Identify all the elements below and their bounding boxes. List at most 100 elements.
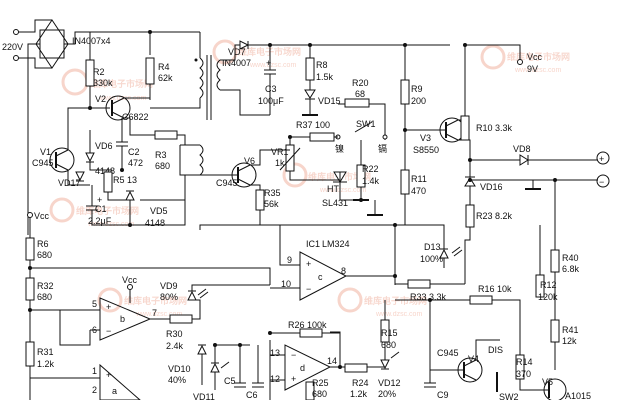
svg-text:R2: R2	[93, 67, 105, 77]
R4: R4 62k	[145, 57, 173, 85]
svg-text:+: +	[97, 195, 102, 205]
R22: R22 1.4k	[356, 164, 380, 188]
R31: R31 1.2k	[25, 341, 55, 369]
watermark-text: 维库电子市场网	[507, 51, 570, 62]
svg-text:6.8k: 6.8k	[562, 264, 580, 274]
R20: R20 68	[344, 78, 370, 108]
R8: R8 1.5k	[305, 57, 334, 82]
svg-text:12k: 12k	[562, 336, 577, 346]
svg-text:−: −	[291, 350, 296, 360]
svg-text:SW1: SW1	[356, 119, 376, 129]
svg-text:d: d	[300, 363, 305, 373]
R3: R3 680	[154, 130, 178, 171]
V1-transistor: V1 C945	[32, 147, 75, 173]
svg-text:R22: R22	[362, 164, 379, 174]
watermark-text: 维库电子市场网	[124, 295, 187, 306]
svg-text:R24: R24	[352, 378, 369, 388]
svg-text:R33 3.3k: R33 3.3k	[410, 292, 447, 302]
R24: R24 1.2k	[344, 363, 369, 399]
opamp-d: − + d 13 12 14	[270, 344, 337, 391]
bridge-rectifier: IN4007x4	[27, 19, 200, 230]
R30: R30 2.4k	[166, 314, 193, 351]
svg-text:R16 10k: R16 10k	[478, 284, 512, 294]
watermark-text: 维库电子市场网	[90, 78, 153, 89]
svg-text:R6: R6	[37, 239, 49, 249]
junction-dots	[28, 30, 557, 369]
R15: R15 680	[380, 319, 398, 350]
watermark-url: www.dzsc.com	[514, 67, 561, 74]
svg-text:R3: R3	[155, 150, 167, 160]
VD8: VD8	[513, 144, 531, 166]
svg-text:68: 68	[355, 89, 365, 99]
svg-text:+: +	[106, 370, 111, 380]
svg-text:V6: V6	[244, 156, 255, 166]
svg-text:C2: C2	[128, 147, 140, 157]
watermark-top: 维库电子市场网 www.dzsc.com	[480, 44, 570, 74]
svg-text:5: 5	[92, 299, 97, 309]
ac-input: 220V	[2, 19, 52, 69]
svg-text:100μF: 100μF	[258, 96, 284, 106]
svg-text:7: 7	[152, 308, 157, 318]
svg-text:40%: 40%	[168, 375, 186, 385]
svg-text:+: +	[266, 58, 271, 68]
svg-text:680: 680	[37, 292, 52, 302]
svg-text:1: 1	[92, 366, 97, 376]
svg-text:IC1: IC1	[306, 239, 320, 249]
svg-text:a: a	[112, 386, 117, 396]
svg-text:80%: 80%	[160, 292, 178, 302]
watermark-url: www.dzsc.com	[135, 311, 182, 318]
vcc-output: Vcc 9V	[517, 52, 543, 74]
svg-text:R10 3.3k: R10 3.3k	[476, 123, 513, 133]
svg-text:V4: V4	[468, 354, 479, 364]
svg-text:R8: R8	[316, 60, 328, 70]
R26: R26 100k	[288, 320, 327, 338]
V5-transistor: V5 A1015	[542, 377, 591, 400]
output-terminals: + −	[596, 151, 610, 188]
svg-text:C945: C945	[32, 158, 54, 168]
svg-text:S8550: S8550	[413, 145, 439, 155]
svg-text:2: 2	[92, 385, 97, 395]
svg-text:2.2μF: 2.2μF	[88, 216, 112, 226]
R16: R16 10k	[469, 284, 512, 305]
D13: D13 100%	[420, 242, 463, 264]
svg-text:C6822: C6822	[122, 112, 149, 122]
svg-text:R4: R4	[158, 62, 170, 72]
svg-text:DIS: DIS	[488, 345, 503, 355]
svg-text:R35: R35	[264, 188, 281, 198]
svg-text:Vcc: Vcc	[527, 52, 543, 62]
R40: R40 6.8k	[550, 249, 580, 274]
svg-text:R23 8.2k: R23 8.2k	[476, 211, 513, 221]
svg-text:+: +	[106, 302, 111, 312]
svg-text:A1015: A1015	[565, 391, 591, 400]
opamp-c: + − c 9 10 8 IC1 LM324	[281, 239, 350, 301]
svg-text:IN4007: IN4007	[222, 58, 251, 68]
svg-text:C1: C1	[95, 204, 107, 214]
VD17: VD17	[58, 171, 85, 188]
svg-text:8: 8	[341, 266, 346, 276]
vcc-left: Vcc	[27, 211, 50, 221]
svg-text:b: b	[120, 314, 125, 324]
svg-text:镍: 镍	[335, 143, 344, 154]
svg-text:62k: 62k	[158, 73, 173, 83]
R2: R2 330k	[85, 59, 113, 88]
R14: R14 370	[515, 354, 533, 380]
svg-text:C945: C945	[216, 178, 238, 188]
svg-text:VD10: VD10	[168, 364, 191, 374]
watermark-text: 维库电子市场网	[76, 205, 139, 216]
svg-text:10: 10	[281, 279, 291, 289]
R35: R35 56k	[255, 188, 281, 211]
transformer	[194, 55, 221, 176]
svg-text:VD15: VD15	[318, 96, 341, 106]
svg-text:R37 100: R37 100	[296, 120, 330, 130]
svg-text:Vcc: Vcc	[122, 275, 138, 285]
svg-text:V5: V5	[542, 377, 553, 387]
svg-text:370: 370	[516, 369, 531, 379]
svg-text:13: 13	[270, 348, 280, 358]
svg-text:R12: R12	[540, 280, 557, 290]
svg-text:56k: 56k	[264, 199, 279, 209]
R11: R11 470	[400, 169, 427, 196]
watermark-url: www.dzsc.com	[319, 187, 366, 194]
R32: R32 680	[25, 277, 54, 302]
R37: R37 100	[296, 120, 335, 142]
